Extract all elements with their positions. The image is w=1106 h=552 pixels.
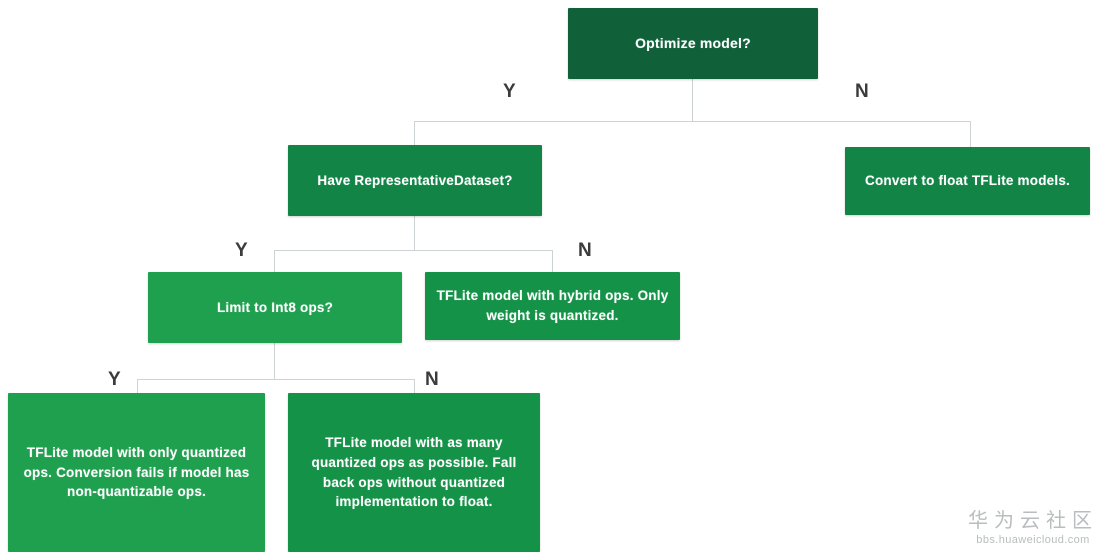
node-have-representative-dataset-label: Have RepresentativeDataset? — [317, 172, 513, 188]
node-tflite-hybrid-ops-label: TFLite model with hybrid ops. Only weigh… — [436, 288, 669, 323]
edge-level2-horizontal — [274, 250, 553, 251]
edge-to-limit-int8 — [274, 250, 275, 273]
branch-label-l3-yes: Y — [108, 369, 121, 390]
edge-to-only-quant — [137, 379, 138, 394]
node-convert-to-float-tflite-label: Convert to float TFLite models. — [865, 173, 1070, 189]
edge-have-repds-stem — [414, 215, 415, 250]
node-optimize-model-label: Optimize model? — [635, 35, 751, 52]
branch-label-l1-yes: Y — [503, 81, 516, 102]
edge-to-convert-float — [970, 121, 971, 148]
edge-to-hybrid — [552, 250, 553, 272]
node-optimize-model[interactable]: Optimize model? — [568, 8, 818, 79]
edge-limit-int8-stem — [274, 343, 275, 379]
branch-label-l3-no: N — [425, 369, 439, 390]
node-have-representative-dataset[interactable]: Have RepresentativeDataset? — [288, 145, 542, 216]
watermark-brand: 华为云社区 — [968, 508, 1098, 532]
node-tflite-only-quantized-ops[interactable]: TFLite model with only quantized ops. Co… — [8, 393, 265, 552]
node-tflite-hybrid-ops[interactable]: TFLite model with hybrid ops. Only weigh… — [425, 272, 680, 340]
branch-label-l2-yes: Y — [235, 240, 248, 261]
branch-label-l1-no: N — [855, 81, 869, 102]
edge-to-have-repds — [414, 121, 415, 146]
node-convert-to-float-tflite[interactable]: Convert to float TFLite models. — [845, 147, 1090, 215]
node-tflite-only-quantized-ops-label: TFLite model with only quantized ops. Co… — [23, 445, 250, 500]
edge-optimize-stem — [692, 78, 693, 122]
branch-label-l2-no: N — [578, 240, 592, 261]
edge-level1-horizontal — [414, 121, 971, 122]
watermark: 华为云社区 bbs.huaweicloud.com — [968, 508, 1098, 546]
node-limit-to-int8-ops-label: Limit to Int8 ops? — [216, 299, 334, 315]
edge-level3-horizontal — [137, 379, 415, 380]
node-tflite-as-many-quantized-ops[interactable]: TFLite model with as many quantized ops … — [288, 393, 540, 552]
node-tflite-as-many-quantized-ops-label: TFLite model with as many quantized ops … — [311, 435, 517, 510]
edge-to-as-many — [414, 379, 415, 394]
watermark-url: bbs.huaweicloud.com — [976, 534, 1090, 546]
node-limit-to-int8-ops[interactable]: Limit to Int8 ops? — [148, 272, 402, 343]
